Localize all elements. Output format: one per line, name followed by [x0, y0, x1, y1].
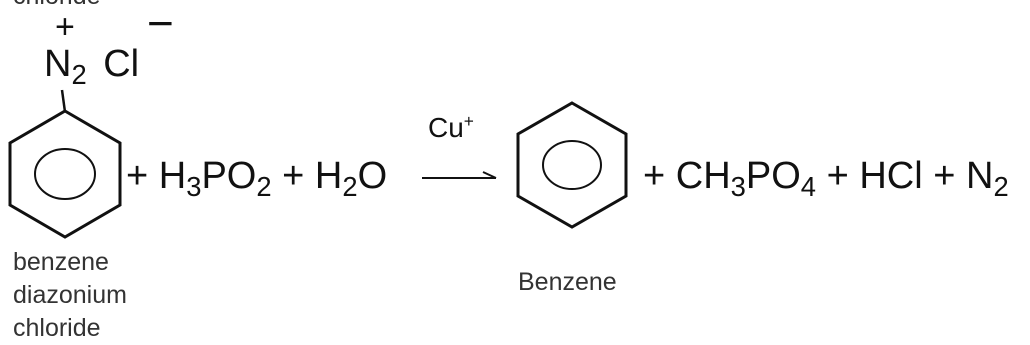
- n-to-ring-bond: [60, 89, 67, 113]
- catalyst-label: Cu+: [428, 111, 474, 143]
- plus-sign: +: [282, 155, 305, 197]
- product-aromatic-circle: [542, 140, 602, 190]
- plus-sign: +: [643, 155, 666, 197]
- diazonium-group: N2 Cl: [44, 43, 140, 88]
- hydrochloric-acid: HCl: [859, 155, 923, 197]
- chloride-symbol: Cl: [103, 43, 140, 85]
- reactant-name-line-1: benzene: [13, 248, 109, 276]
- reactant-name-line-2: diazonium: [13, 281, 127, 309]
- plus-sign: +: [826, 155, 849, 197]
- product-name: Benzene: [518, 268, 617, 296]
- reactant-benzene-ring: [8, 89, 122, 239]
- reactant-name-line-3: chloride: [13, 314, 101, 342]
- reagents-equation: + H3PO2 + H2O: [126, 155, 388, 203]
- phosphate-product: CH3PO4: [675, 155, 816, 203]
- positive-charge: +: [55, 8, 75, 46]
- nitrogen-symbol: N: [44, 43, 72, 85]
- reactant-hexagon: [8, 109, 122, 239]
- hypophosphorous-acid: H3PO2: [158, 155, 272, 203]
- plus-sign: +: [126, 155, 149, 197]
- nitrogen-count: 2: [71, 59, 87, 91]
- water: H2O: [314, 155, 388, 203]
- nitrogen-gas: N2: [965, 155, 1009, 203]
- products-equation: + CH3PO4 + HCl + N2: [643, 155, 1009, 203]
- plus-sign: +: [933, 155, 956, 197]
- product-benzene-ring: [516, 101, 628, 229]
- reactant-aromatic-circle: [34, 148, 96, 200]
- top-label-fragment: chloride: [13, 0, 101, 9]
- reaction-arrow-icon: [422, 171, 497, 179]
- product-hexagon: [516, 101, 628, 229]
- negative-charge: −: [147, 0, 174, 49]
